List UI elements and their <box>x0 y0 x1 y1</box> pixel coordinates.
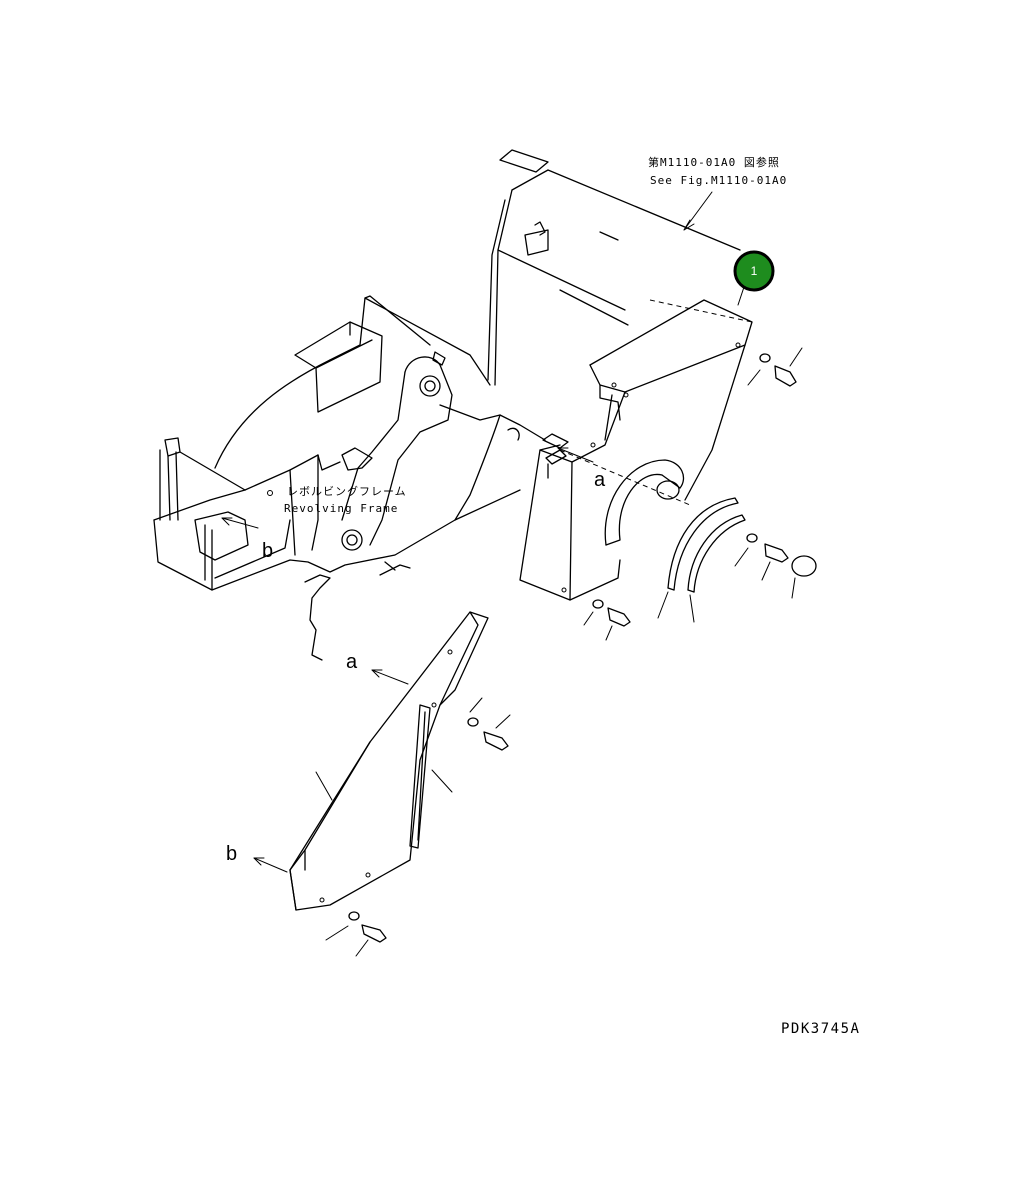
side-cover-drawing <box>289 611 489 911</box>
drawing-code: PDK3745A <box>781 1021 860 1037</box>
reference-text-en: See Fig.M1110-01A0 <box>650 174 787 187</box>
seal-strips-drawing <box>657 497 746 623</box>
callout-number[interactable]: 1 <box>751 264 758 278</box>
view-label-a-upper: a <box>594 469 606 491</box>
revolving-frame-label-en: Revolving Frame <box>284 502 398 515</box>
cover-part-1-drawing <box>519 299 753 601</box>
revolving-frame-drawing <box>153 295 546 661</box>
revolving-frame-label-jp: レボルビングフレーム <box>287 484 407 498</box>
callout-circle[interactable] <box>733 250 775 292</box>
revolving-frame-marker <box>267 490 273 496</box>
view-label-b-lower: b <box>226 843 237 865</box>
view-label-b-upper: b <box>262 540 273 562</box>
leader-lines <box>221 191 746 873</box>
fasteners-drawing <box>325 347 817 957</box>
reference-text-jp: 第M1110-01A0 図参照 <box>648 155 780 169</box>
callout-part-1[interactable]: 1 <box>733 250 775 292</box>
cab-panel-drawing <box>487 149 741 386</box>
view-label-a-lower: a <box>346 651 358 673</box>
